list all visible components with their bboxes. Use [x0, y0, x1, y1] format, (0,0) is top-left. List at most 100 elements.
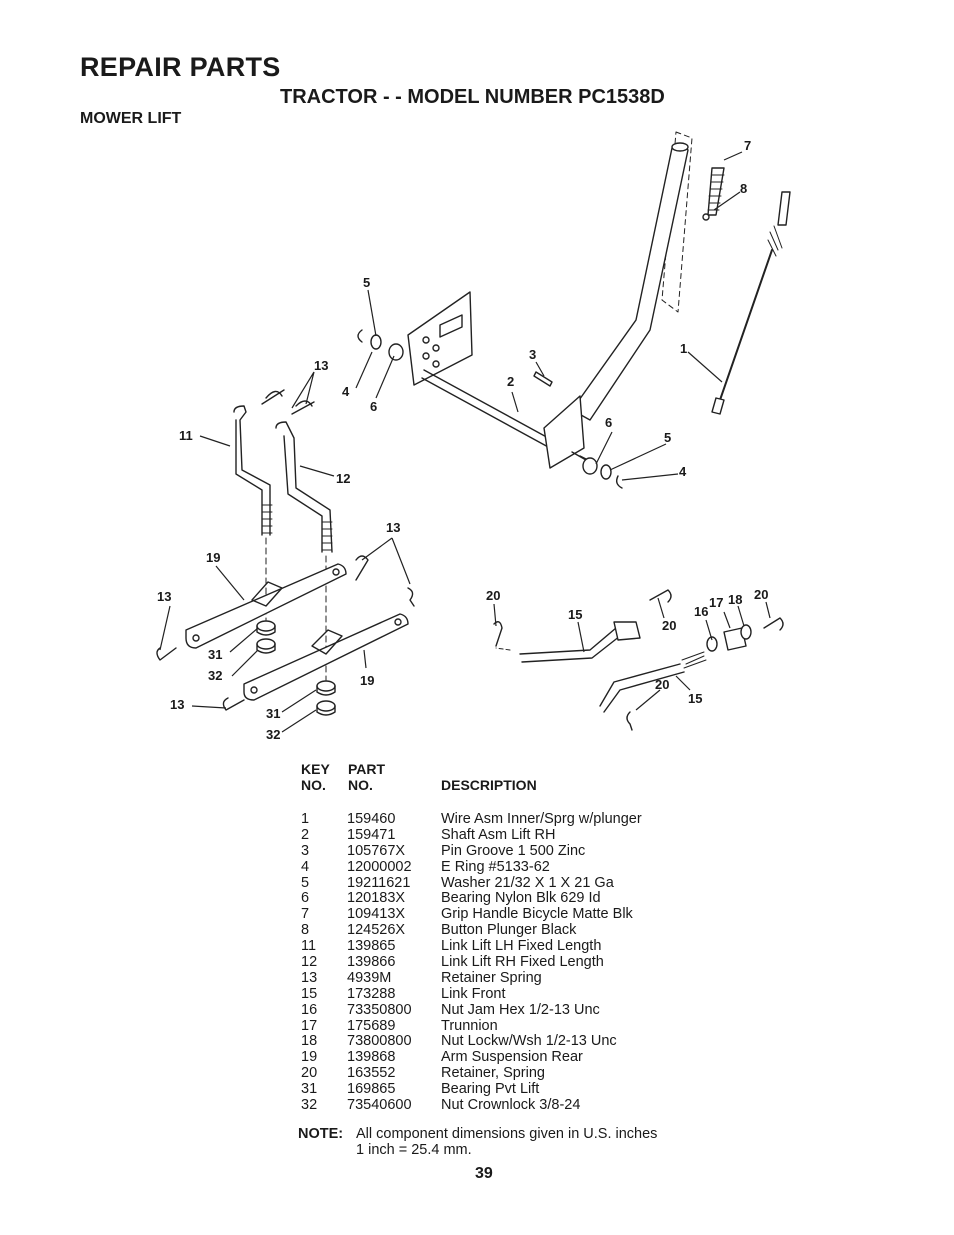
callout-label: 13 — [314, 358, 328, 373]
part-number: 105767X — [347, 842, 406, 859]
part-description: Button Plunger Black — [441, 922, 577, 939]
callout-label: 3 — [529, 347, 536, 362]
part-key: 5 — [301, 874, 310, 891]
part-number: 73350800 — [347, 1001, 412, 1018]
callout-label: 7 — [744, 138, 751, 153]
part-description: Nut Lockw/Wsh 1/2-13 Unc — [441, 1033, 617, 1050]
callout-label: 15 — [568, 607, 582, 622]
part-description: Link Lift RH Fixed Length — [441, 954, 604, 971]
lever-guide-dashed — [661, 131, 693, 313]
part-number: 163552 — [347, 1065, 396, 1082]
lift-link-rh — [275, 421, 333, 553]
part-key: 2 — [301, 826, 310, 843]
mounting-plate — [407, 291, 473, 386]
part-key: 13 — [301, 969, 318, 986]
part-description: Shaft Asm Lift RH — [441, 826, 556, 843]
part-description: Retainer Spring — [441, 969, 542, 986]
section-title: MOWER LIFT — [80, 110, 182, 127]
part-key: 4 — [301, 858, 310, 875]
part-key: 12 — [301, 954, 318, 971]
suspension-arm-lower — [243, 613, 409, 701]
callout-label: 13 — [386, 520, 400, 535]
callout-label: 20 — [662, 618, 676, 633]
part-number: 120183X — [347, 890, 406, 907]
callout-label: 12 — [336, 471, 350, 486]
callout-label: 4 — [679, 464, 687, 479]
part-key: 3 — [301, 842, 310, 859]
part-key: 32 — [301, 1097, 318, 1114]
part-key: 16 — [301, 1001, 318, 1018]
part-number: 173288 — [347, 985, 396, 1002]
lift-link-lh — [233, 405, 271, 536]
callout-label: 8 — [740, 181, 747, 196]
callout-label: 15 — [688, 691, 702, 706]
part-number: 109413X — [347, 906, 406, 923]
page-title: REPAIR PARTS — [80, 52, 281, 82]
part-number: 139866 — [347, 954, 396, 971]
callout-label: 6 — [370, 399, 377, 414]
lift-lever — [571, 145, 689, 421]
callout-label: 13 — [170, 697, 184, 712]
callout-label: 17 — [709, 595, 723, 610]
part-description: Nut Jam Hex 1/2-13 Unc — [441, 1001, 600, 1018]
part-description: Washer 21/32 X 1 X 21 Ga — [441, 874, 614, 891]
callout-label: 4 — [342, 384, 350, 399]
part-key: 11 — [301, 938, 317, 955]
part-description: Wire Asm Inner/Sprg w/plunger — [441, 811, 642, 827]
callout-label: 16 — [694, 604, 708, 619]
part-number: 159471 — [347, 826, 396, 843]
part-number: 19211621 — [347, 874, 411, 891]
callout-label: 5 — [664, 430, 671, 445]
callout-label: 20 — [754, 587, 768, 602]
part-number: 124526X — [347, 922, 406, 939]
part-key: 19 — [301, 1049, 318, 1066]
part-key: 6 — [301, 890, 310, 907]
callout-label: 20 — [486, 588, 500, 603]
page-subtitle: TRACTOR - - MODEL NUMBER PC1538D — [280, 86, 665, 108]
part-key: 31 — [301, 1081, 318, 1098]
callout-label: 32 — [208, 668, 222, 683]
page-number: 39 — [475, 1165, 493, 1182]
part-description: Retainer, Spring — [441, 1065, 545, 1082]
part-description: Grip Handle Bicycle Matte Blk — [441, 906, 633, 923]
note-line-2: 1 inch = 25.4 mm. — [356, 1142, 472, 1158]
callout-label: 18 — [728, 592, 742, 607]
part-description: Trunnion — [441, 1017, 498, 1034]
callout-label: 6 — [605, 415, 612, 430]
exploded-parts-diagram: 7 8 5 13 4 6 3 2 1 11 12 6 5 4 13 19 13 … — [156, 131, 791, 742]
part-description: Link Lift LH Fixed Length — [441, 938, 602, 955]
part-description: Arm Suspension Rear — [441, 1049, 583, 1066]
part-key: 18 — [301, 1033, 318, 1050]
part-number: 139868 — [347, 1049, 396, 1066]
callout-label: 20 — [655, 677, 669, 692]
part-description: Nut Crownlock 3/8-24 — [441, 1097, 581, 1114]
description-header: DESCRIPTION — [441, 777, 537, 793]
part-description: Bearing Nylon Blk 629 Id — [441, 890, 601, 907]
callout-label: 2 — [507, 374, 514, 389]
part-number: 159460 — [347, 811, 396, 827]
part-key: 15 — [301, 985, 318, 1002]
part-number: 139865 — [347, 938, 396, 955]
front-link-lower — [599, 663, 685, 713]
callout-label: 13 — [157, 589, 171, 604]
part-number: 73800800 — [347, 1033, 412, 1050]
callout-label: 19 — [360, 673, 374, 688]
part-key: 20 — [301, 1065, 318, 1082]
part-number: 12000002 — [347, 858, 412, 875]
part-key: 8 — [301, 922, 310, 939]
wire-asm — [777, 191, 791, 226]
part-key: 1 — [301, 811, 310, 827]
callout-label: 32 — [266, 727, 280, 742]
lift-shaft — [421, 369, 553, 449]
callout-label: 31 — [208, 647, 222, 662]
part-description: Bearing Pvt Lift — [441, 1081, 540, 1098]
front-link-upper — [519, 627, 621, 663]
part-description: E Ring #5133-62 — [441, 858, 550, 875]
part-number: 4939M — [347, 969, 392, 986]
callout-label: 31 — [266, 706, 280, 721]
note-label: NOTE: — [298, 1126, 344, 1142]
part-key: 7 — [301, 906, 310, 923]
part-number: 73540600 — [347, 1097, 412, 1114]
